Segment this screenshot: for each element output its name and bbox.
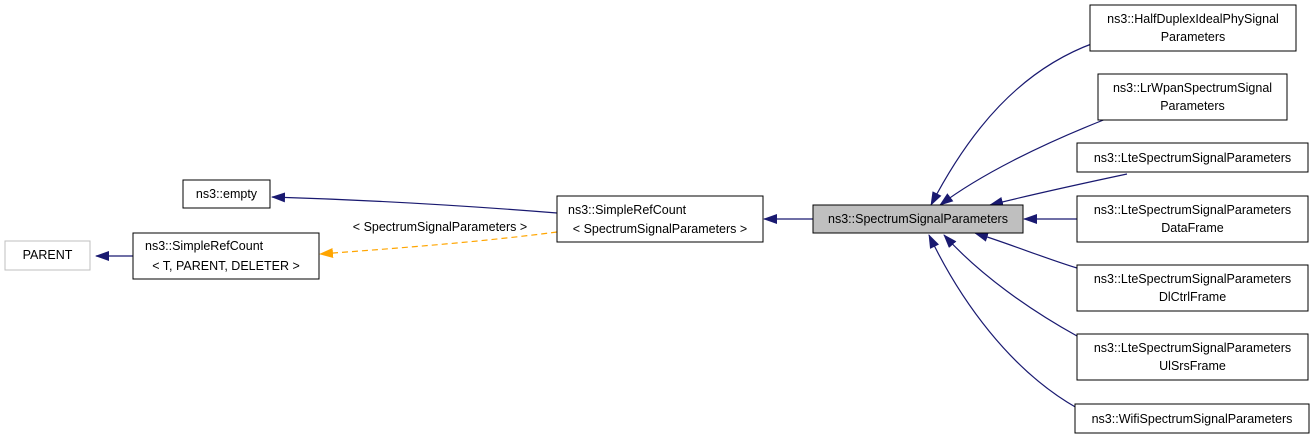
- node-simple-ref-count-template-line-2: < T, PARENT, DELETER >: [152, 259, 300, 273]
- node-simple-ref-count-ssp[interactable]: ns3::SimpleRefCount < SpectrumSignalPara…: [556, 195, 764, 243]
- node-spectrum-signal-parameters-line-1: ns3::SpectrumSignalParameters: [828, 212, 1008, 226]
- edges: [95, 42, 1128, 409]
- node-half-duplex-ideal-phy-signal-parameters[interactable]: ns3::HalfDuplexIdealPhySignal Parameters: [1089, 4, 1297, 52]
- edge-lte-to-ssp: [989, 173, 1128, 207]
- edge-half-duplex-to-ssp: [930, 42, 1095, 206]
- node-lrwpan-line-1: ns3::LrWpanSpectrumSignal: [1113, 81, 1272, 95]
- node-wifi-line-1: ns3::WifiSpectrumSignalParameters: [1092, 412, 1293, 426]
- node-wifi-spectrum-signal-parameters[interactable]: ns3::WifiSpectrumSignalParameters: [1074, 403, 1310, 434]
- node-lte-spectrum-signal-parameters[interactable]: ns3::LteSpectrumSignalParameters: [1076, 142, 1309, 173]
- edge-lte-dlctrl-to-ssp: [974, 232, 1078, 269]
- node-lrwpan-line-2: Parameters: [1160, 99, 1225, 113]
- node-empty[interactable]: ns3::empty: [182, 179, 271, 209]
- node-lte-line-1: ns3::LteSpectrumSignalParameters: [1094, 151, 1291, 165]
- node-lte-ulsrs-frame[interactable]: ns3::LteSpectrumSignalParameters UlSrsFr…: [1076, 333, 1309, 381]
- edge-label-template-instantiation: < SpectrumSignalParameters >: [353, 220, 527, 234]
- node-half-duplex-line-1: ns3::HalfDuplexIdealPhySignal: [1107, 12, 1279, 26]
- edge-wifi-to-ssp: [928, 234, 1078, 409]
- edge-lte-ulsrs-to-ssp: [943, 234, 1078, 337]
- node-lte-data-frame[interactable]: ns3::LteSpectrumSignalParameters DataFra…: [1076, 195, 1309, 243]
- edge-lrwpan-to-ssp: [939, 118, 1107, 206]
- node-lte-data-line-2: DataFrame: [1161, 221, 1224, 235]
- edge-ssp-to-empty: [271, 192, 558, 214]
- node-lte-data-line-1: ns3::LteSpectrumSignalParameters: [1094, 203, 1291, 217]
- node-lte-dlctrl-frame[interactable]: ns3::LteSpectrumSignalParameters DlCtrlF…: [1076, 264, 1309, 312]
- node-spectrum-signal-parameters[interactable]: ns3::SpectrumSignalParameters: [812, 204, 1024, 234]
- node-lte-ulsrs-line-2: UlSrsFrame: [1159, 359, 1226, 373]
- node-simple-ref-count-template[interactable]: ns3::SimpleRefCount < T, PARENT, DELETER…: [132, 232, 320, 280]
- node-lte-dlctrl-line-1: ns3::LteSpectrumSignalParameters: [1094, 272, 1291, 286]
- node-parent-line-1: PARENT: [23, 248, 73, 262]
- node-half-duplex-line-2: Parameters: [1161, 30, 1226, 44]
- node-lte-dlctrl-line-2: DlCtrlFrame: [1159, 290, 1226, 304]
- node-simple-ref-count-ssp-line-1: ns3::SimpleRefCount: [568, 203, 687, 217]
- node-simple-ref-count-ssp-line-2: < SpectrumSignalParameters >: [573, 222, 747, 236]
- node-lte-ulsrs-line-1: ns3::LteSpectrumSignalParameters: [1094, 341, 1291, 355]
- node-lrwpan-spectrum-signal-parameters[interactable]: ns3::LrWpanSpectrumSignal Parameters: [1097, 73, 1288, 121]
- node-parent[interactable]: PARENT: [4, 240, 91, 271]
- edge-template-instantiation: [319, 231, 558, 259]
- node-empty-line-1: ns3::empty: [196, 187, 258, 201]
- node-simple-ref-count-template-line-1: ns3::SimpleRefCount: [145, 239, 264, 253]
